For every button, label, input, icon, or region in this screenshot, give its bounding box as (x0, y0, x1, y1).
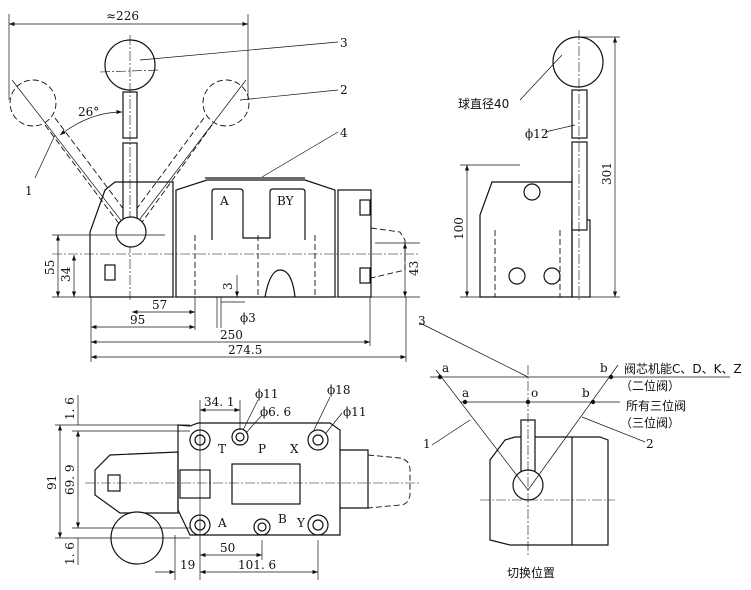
lever-position-right (202, 79, 250, 127)
dim-1-6-top: 1. 6 (63, 397, 77, 420)
side-ball (552, 36, 604, 88)
dim-250: 250 (220, 328, 243, 342)
lever-pivot (115, 216, 147, 248)
dim-55: 55 (43, 260, 57, 275)
port-y: Y (296, 516, 306, 530)
point-a-inner: a (462, 386, 469, 400)
two-position-note: （二位阀） (620, 378, 680, 393)
port-a-label: A (219, 194, 229, 208)
port-a: A (217, 516, 227, 530)
stem-diameter-label: ϕ12 (525, 127, 548, 141)
dim-43: 43 (407, 261, 421, 276)
dim-301: 301 (600, 162, 614, 185)
side-view: 100 301 球直径40 ϕ12 (452, 30, 620, 300)
dim-phi11-b: ϕ11 (343, 405, 366, 419)
point-o: o (531, 386, 538, 400)
dim-274-5: 274.5 (228, 343, 262, 357)
callout-1-switch: 1 (423, 437, 431, 451)
dim-19: 19 (180, 558, 195, 572)
point-b-outer: b (600, 361, 608, 375)
port-b: B (278, 512, 287, 526)
port-x: X (290, 442, 299, 456)
lever-position-left (9, 79, 57, 127)
angle-label: 26° (78, 105, 99, 119)
callout-4: 4 (340, 126, 348, 140)
callout-2: 2 (340, 83, 348, 97)
callout-2-switch: 2 (646, 437, 654, 451)
dim-phi3: ϕ3 (240, 311, 256, 325)
dim-phi6-6: ϕ6. 6 (260, 405, 291, 419)
dim-226: ≈226 (106, 9, 139, 23)
callout-1: 1 (25, 184, 33, 198)
dim-69-9: 69. 9 (63, 464, 77, 495)
switch-position-title: 切换位置 (507, 565, 555, 580)
dim-1-6-bottom: 1. 6 (63, 542, 77, 565)
dim-3: 3 (221, 282, 235, 290)
dim-95: 95 (130, 313, 145, 327)
callout-3-switch: 3 (418, 314, 426, 328)
dim-phi11-a: ϕ11 (255, 387, 278, 401)
switch-position-diagram: a b a o b 3 1 2 阀芯机能C、D、K、Z （二位阀） 所有三位阀 … (418, 314, 742, 580)
dim-34-1: 34. 1 (204, 395, 235, 409)
plan-view: T P X A B Y 91 69. 9 1. 6 1. 6 34. 1 ϕ11… (45, 383, 420, 580)
callout-3: 3 (340, 36, 348, 50)
dim-34: 34 (59, 266, 73, 282)
two-position-label: 阀芯机能C、D、K、Z (624, 362, 742, 376)
dim-91: 91 (45, 475, 59, 490)
dim-57: 57 (152, 298, 167, 312)
valve-right-cap (337, 189, 372, 298)
port-p: P (258, 442, 266, 456)
front-view: ≈226 26° A BY 55 34 (8, 9, 421, 362)
port-by-label: BY (277, 194, 295, 208)
dim-phi18: ϕ18 (327, 383, 350, 397)
ball-diameter-label: 球直径40 (458, 97, 509, 111)
dim-50: 50 (220, 541, 235, 555)
point-a-outer: a (442, 361, 449, 375)
point-b-inner: b (582, 386, 590, 400)
three-position-label: 所有三位阀 (626, 398, 686, 413)
port-t: T (218, 442, 226, 456)
dim-100: 100 (452, 217, 466, 240)
dim-101-6: 101. 6 (238, 558, 276, 572)
three-position-note: （三位阀） (620, 415, 680, 430)
